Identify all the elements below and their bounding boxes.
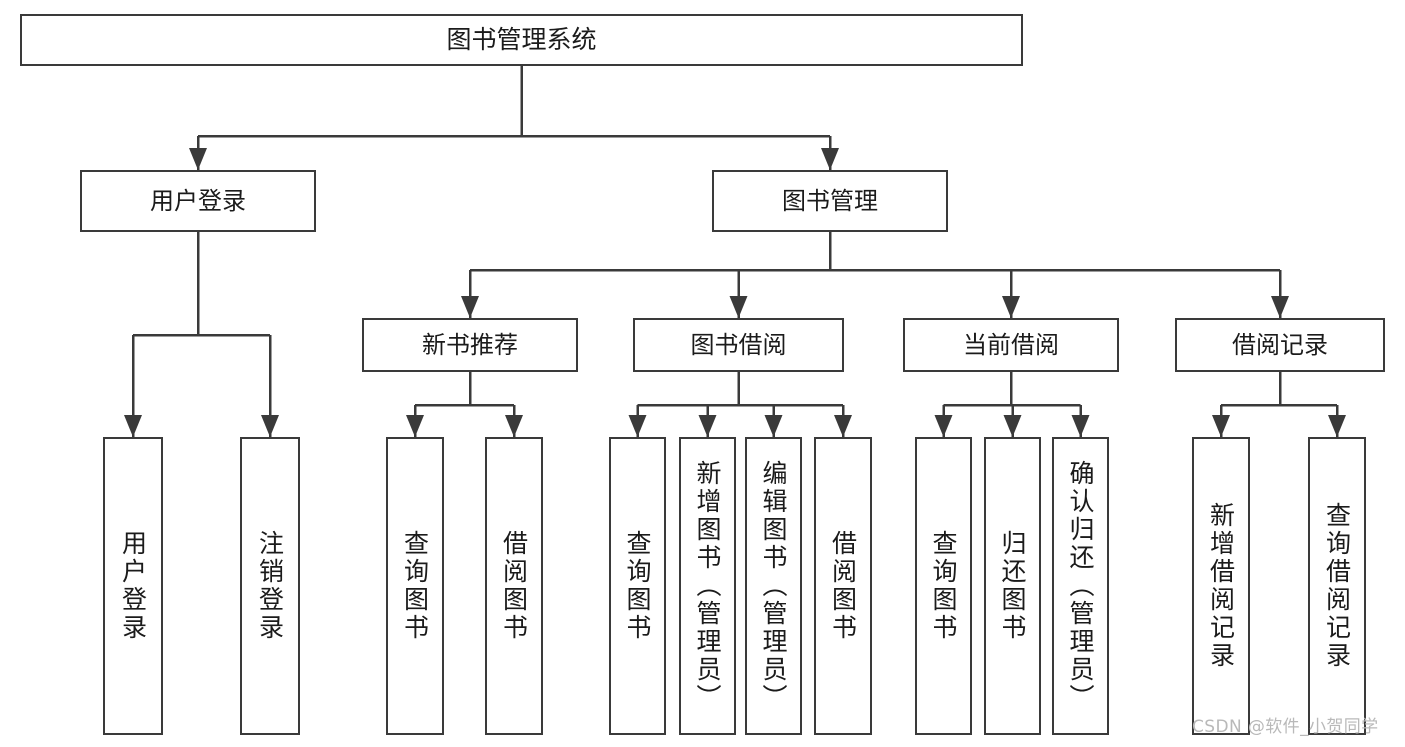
node-leaf-user-login[interactable]: 用户登录 [103, 437, 163, 735]
connector-arrowhead [406, 415, 424, 437]
node-label: 用户登录 [118, 530, 148, 642]
node-leaf-query-book-3[interactable]: 查询图书 [915, 437, 972, 735]
connector-arrowhead [1271, 296, 1289, 318]
connector-arrowhead [1003, 415, 1022, 437]
connector-arrowhead [124, 415, 142, 437]
connector-arrowhead [764, 415, 783, 437]
connector-arrowhead [729, 296, 748, 318]
node-leaf-borrow-book-2[interactable]: 借阅图书 [814, 437, 872, 735]
node-leaf-query-book-2[interactable]: 查询图书 [609, 437, 666, 735]
node-label: 图书管理系统 [446, 25, 597, 55]
connector-arrowhead [1212, 415, 1230, 437]
node-label: 借阅图书 [499, 530, 529, 642]
node-label: 注销登录 [255, 530, 285, 642]
node-label: 归还图书 [998, 530, 1027, 642]
node-new-book-recommend[interactable]: 新书推荐 [362, 318, 578, 372]
node-label: 当前借阅 [963, 330, 1059, 359]
node-label: 借阅图书 [828, 530, 858, 642]
connector-arrowhead [1002, 296, 1020, 318]
node-leaf-query-book-1[interactable]: 查询图书 [386, 437, 444, 735]
node-label: 查询借阅记录 [1322, 502, 1352, 670]
node-book-borrow[interactable]: 图书借阅 [633, 318, 844, 372]
node-leaf-confirm-return[interactable]: 确认归还（管理员） [1052, 437, 1109, 735]
node-label: 用户登录 [150, 186, 246, 215]
node-root[interactable]: 图书管理系统 [20, 14, 1023, 66]
node-leaf-add-record[interactable]: 新增借阅记录 [1192, 437, 1250, 735]
node-label: 借阅记录 [1232, 330, 1328, 359]
node-leaf-query-record[interactable]: 查询借阅记录 [1308, 437, 1366, 735]
node-label: 查询图书 [623, 530, 652, 642]
connector-arrowhead [821, 148, 839, 170]
node-label: 确认归还（管理员） [1066, 460, 1095, 712]
connector-arrowhead [628, 415, 647, 437]
connector-arrowhead [834, 415, 852, 437]
connector-arrowhead [698, 415, 717, 437]
node-leaf-user-logout[interactable]: 注销登录 [240, 437, 300, 735]
connector-arrowhead [1071, 415, 1090, 437]
node-label: 新增借阅记录 [1206, 502, 1236, 670]
node-leaf-borrow-book-1[interactable]: 借阅图书 [485, 437, 543, 735]
node-leaf-add-book[interactable]: 新增图书（管理员） [679, 437, 736, 735]
connector-arrowhead [1328, 415, 1346, 437]
node-label: 编辑图书（管理员） [759, 460, 788, 712]
node-label: 新增图书（管理员） [693, 460, 722, 712]
connector-arrowhead [261, 415, 279, 437]
connector-arrowhead [934, 415, 953, 437]
node-leaf-edit-book[interactable]: 编辑图书（管理员） [745, 437, 802, 735]
connector-arrowhead [189, 148, 207, 170]
connector-arrowhead [505, 415, 523, 437]
node-user-login[interactable]: 用户登录 [80, 170, 316, 232]
node-leaf-return-book[interactable]: 归还图书 [984, 437, 1041, 735]
connector-arrowhead [461, 296, 479, 318]
node-borrow-record[interactable]: 借阅记录 [1175, 318, 1385, 372]
node-label: 查询图书 [929, 530, 958, 642]
node-label: 新书推荐 [422, 330, 518, 359]
node-label: 图书管理 [782, 186, 878, 215]
node-label: 图书借阅 [690, 330, 787, 359]
node-label: 查询图书 [400, 530, 430, 642]
node-book-manage[interactable]: 图书管理 [712, 170, 948, 232]
node-current-borrow[interactable]: 当前借阅 [903, 318, 1119, 372]
watermark-text: CSDN @软件_小贺同学 [1192, 717, 1379, 737]
